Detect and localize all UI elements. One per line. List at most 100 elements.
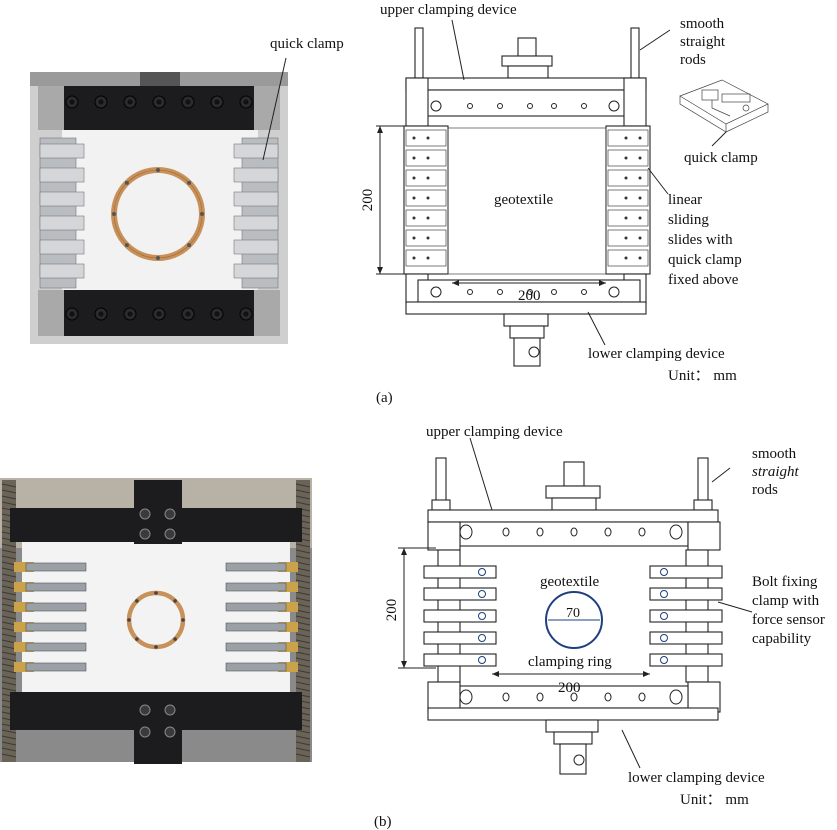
bar-hole: [467, 103, 473, 109]
clamp-bar: [423, 653, 497, 667]
thread: [1, 735, 17, 740]
thread: [295, 579, 311, 584]
screw: [638, 136, 642, 140]
screw: [426, 216, 430, 220]
a-unit-label: Unit： mm: [668, 368, 737, 384]
b-smooth-2: straight: [752, 464, 800, 480]
thread: [1, 753, 17, 758]
slide-slat: [607, 229, 649, 247]
thread: [1, 579, 17, 584]
thread: [295, 687, 311, 692]
screw: [624, 256, 628, 260]
bar-hole: [536, 527, 544, 537]
ring-bolt: [124, 243, 129, 248]
screw: [412, 156, 416, 160]
clamp-bar: [649, 609, 723, 623]
thread: [295, 609, 311, 614]
slide-slat: [405, 129, 447, 147]
thread: [1, 543, 17, 548]
b-bolt-1: Bolt fixing: [752, 574, 818, 590]
screw: [638, 176, 642, 180]
screw: [638, 256, 642, 260]
frame-bolt: [139, 704, 151, 716]
bar-hole: [536, 692, 544, 702]
thread: [1, 567, 17, 572]
brass-block: [14, 642, 34, 652]
thread: [1, 621, 17, 626]
b-geotextile-label: geotextile: [540, 574, 599, 590]
bar-hole: [502, 527, 510, 537]
clamp-plate: [225, 582, 287, 592]
brass-block: [278, 622, 298, 632]
ring-bolt: [135, 637, 139, 641]
leaders-a: [451, 19, 727, 346]
brass-block: [278, 602, 298, 612]
b-clamping-ring-label: clamping ring: [528, 654, 612, 670]
a-upper-label: upper clamping device: [380, 2, 517, 18]
a-linear-2: sliding: [668, 212, 709, 228]
bar-hole: [638, 527, 646, 537]
thread: [1, 495, 17, 500]
a-linear-4: quick clamp: [668, 252, 742, 268]
thread: [1, 675, 17, 680]
screw: [624, 236, 628, 240]
screw: [412, 256, 416, 260]
brass-block: [14, 622, 34, 632]
screw: [624, 196, 628, 200]
thread: [295, 627, 311, 632]
screw: [624, 136, 628, 140]
frame-bolt: [139, 508, 151, 520]
thread: [295, 621, 311, 626]
bar-hole: [459, 524, 473, 540]
thread: [1, 729, 17, 734]
clamp-bolt: [660, 590, 668, 598]
clamp-bar: [423, 609, 497, 623]
a-linear-5: fixed above: [668, 272, 739, 288]
a-linear-1: linear: [668, 192, 702, 208]
slide-slat: [405, 169, 447, 187]
brass-block: [14, 662, 34, 672]
screw: [412, 216, 416, 220]
thread: [1, 681, 17, 686]
thread: [1, 633, 17, 638]
ring-bolt: [127, 618, 131, 622]
thread: [1, 609, 17, 614]
bar-hole: [551, 103, 557, 109]
thread: [1, 651, 17, 656]
caption-a: (a): [376, 390, 393, 406]
clamp-plate: [225, 662, 287, 672]
clamp-bar: [423, 587, 497, 601]
photo-b: [0, 478, 312, 764]
clamp-plate: [25, 562, 87, 572]
ring-bolt: [200, 212, 204, 216]
ring-bolt: [135, 599, 139, 603]
bar-hole: [497, 289, 503, 295]
brass-block: [14, 562, 34, 572]
clamp-plate: [225, 562, 287, 572]
a-dim-vertical: 200: [360, 189, 376, 212]
b-dim-horizontal: 200: [558, 680, 581, 696]
clamp-bolt: [660, 612, 668, 620]
brass-block: [278, 642, 298, 652]
brass-block: [14, 582, 34, 592]
clamp-bolt: [478, 568, 486, 576]
thread: [1, 747, 17, 752]
slide-slat: [405, 229, 447, 247]
brass-block: [278, 562, 298, 572]
thread: [1, 597, 17, 602]
ring-bolt: [173, 599, 177, 603]
ring-bolt: [124, 180, 129, 185]
ring-bolt: [154, 645, 158, 649]
bar-hole: [581, 103, 587, 109]
clamp-plate: [25, 662, 87, 672]
bar-hole: [608, 100, 620, 112]
clamp-plate: [225, 622, 287, 632]
ring-bolt: [187, 243, 192, 248]
clamp-plate: [25, 602, 87, 612]
thread: [295, 753, 311, 758]
thread: [1, 561, 17, 566]
dimension-b: [398, 547, 650, 677]
slide-slat: [607, 149, 649, 167]
photo-a-quick-clamp-label: quick clamp: [270, 36, 344, 52]
a-dim-horizontal: 200: [518, 288, 541, 304]
